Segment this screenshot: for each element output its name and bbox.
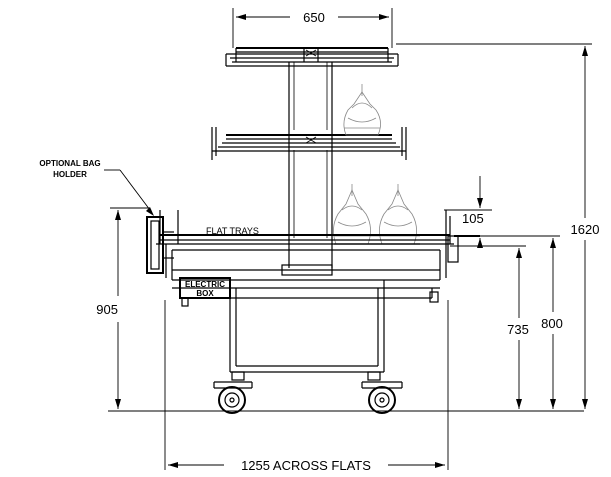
castor-left bbox=[213, 371, 253, 414]
label-650: 650 bbox=[303, 10, 325, 25]
label-1620: 1620 bbox=[571, 222, 600, 237]
bag-holder: OPTIONAL BAG HOLDER bbox=[39, 159, 174, 274]
label-bag-holder-2: HOLDER bbox=[53, 170, 87, 179]
top-shelf bbox=[225, 47, 399, 67]
label-electric-2: BOX bbox=[196, 289, 214, 298]
dim-1255: 1255 ACROSS FLATS bbox=[164, 300, 449, 473]
castor-right bbox=[361, 371, 403, 414]
dim-1620: 1620 bbox=[396, 43, 600, 409]
dim-735: 735 bbox=[450, 245, 529, 409]
dim-105: 105 bbox=[444, 176, 492, 248]
dim-905: 905 bbox=[96, 207, 150, 409]
label-105: 105 bbox=[462, 211, 484, 226]
label-bag-holder-1: OPTIONAL BAG bbox=[39, 159, 100, 168]
label-800: 800 bbox=[541, 316, 563, 331]
central-column bbox=[288, 62, 333, 268]
label-electric-1: ELECTRIC bbox=[185, 280, 225, 289]
label-735: 735 bbox=[507, 322, 529, 337]
dim-800: 800 bbox=[454, 235, 563, 409]
dim-top-width: 650 bbox=[232, 8, 393, 48]
label-1255: 1255 ACROSS FLATS bbox=[241, 458, 371, 473]
middle-shelf bbox=[211, 127, 407, 160]
bags-middle bbox=[343, 84, 381, 136]
label-905: 905 bbox=[96, 302, 118, 317]
flat-tray-shelf bbox=[156, 210, 480, 280]
label-flat-trays: FLAT TRAYS bbox=[206, 226, 259, 236]
electric-box: ELECTRIC BOX bbox=[179, 277, 231, 307]
